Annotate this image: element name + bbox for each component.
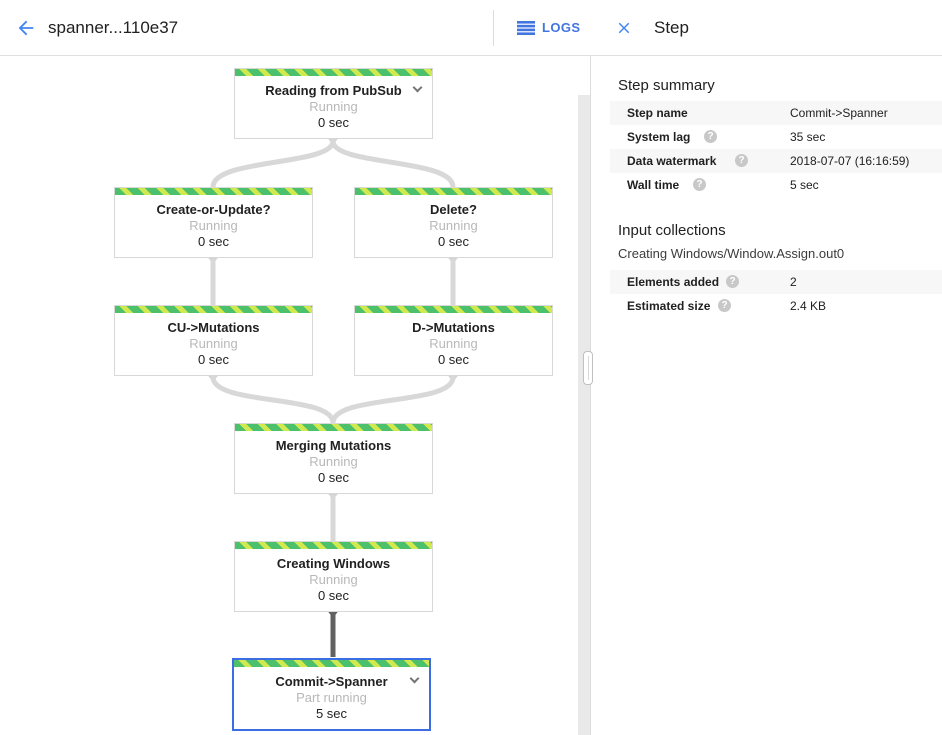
node-status: Running xyxy=(309,572,358,587)
row-label: Wall time xyxy=(627,178,680,192)
node-duration: 0 sec xyxy=(317,470,350,485)
node-status: Running xyxy=(309,99,358,114)
node-label: D->Mutations xyxy=(412,320,495,335)
graph-node-reading-from-pubsub[interactable]: Reading from PubSub Running 0 sec xyxy=(234,68,433,139)
node-label: CU->Mutations xyxy=(167,320,260,335)
graph-node-commit-spanner[interactable]: Commit->Spanner Part running 5 sec xyxy=(232,658,431,731)
node-duration: 0 sec xyxy=(197,234,230,249)
close-icon xyxy=(618,22,630,34)
panel-resize-handle[interactable] xyxy=(583,351,593,385)
back-button[interactable] xyxy=(12,14,40,42)
table-row: Data watermark 2018-07-07 (16:16:59) xyxy=(610,149,942,173)
running-stripe xyxy=(235,424,432,431)
table-row: Step name Commit->Spanner xyxy=(610,101,942,125)
help-icon[interactable] xyxy=(693,178,706,191)
row-value: Commit->Spanner xyxy=(790,106,888,120)
graph-node-create-or-update[interactable]: Create-or-Update? Running 0 sec xyxy=(114,187,313,258)
graph-edges xyxy=(206,136,460,657)
pipeline-graph: Reading from PubSub Running 0 sec Create… xyxy=(0,56,578,735)
graph-node-creating-windows[interactable]: Creating Windows Running 0 sec xyxy=(234,541,433,612)
step-summary-heading: Step summary xyxy=(618,77,715,94)
logs-button-label: LOGS xyxy=(542,20,581,35)
row-value: 2.4 KB xyxy=(790,299,827,313)
node-status: Running xyxy=(189,336,238,351)
node-label: Create-or-Update? xyxy=(156,202,271,217)
node-label: Delete? xyxy=(430,202,477,217)
running-stripe xyxy=(115,306,312,313)
node-status: Running xyxy=(189,218,238,233)
node-duration: 5 sec xyxy=(315,706,348,721)
node-duration: 0 sec xyxy=(197,352,230,367)
input-collection-name: Creating Windows/Window.Assign.out0 xyxy=(618,246,845,261)
graph-node-cu-mutations[interactable]: CU->Mutations Running 0 sec xyxy=(114,305,313,376)
header-divider xyxy=(493,10,494,46)
input-collections-table: Elements added 2 Estimated size 2.4 KB xyxy=(610,270,942,318)
logs-list-icon xyxy=(517,20,535,35)
step-summary-table: Step name Commit->Spanner System lag 35 … xyxy=(610,101,942,197)
row-label: Elements added xyxy=(627,275,720,289)
job-title: spanner...110e37 xyxy=(48,18,179,37)
help-icon[interactable] xyxy=(726,275,739,288)
running-stripe xyxy=(355,188,552,195)
panel-title: Step xyxy=(654,18,689,37)
input-collections-heading: Input collections xyxy=(618,222,726,239)
step-panel: Step summary Step name Commit->Spanner S… xyxy=(591,56,942,735)
table-row: Wall time 5 sec xyxy=(610,173,942,197)
node-duration: 0 sec xyxy=(437,352,470,367)
row-value: 2 xyxy=(790,275,797,289)
graph-node-merging-mutations[interactable]: Merging Mutations Running 0 sec xyxy=(234,423,433,494)
help-icon[interactable] xyxy=(704,130,717,143)
node-label: Creating Windows xyxy=(276,556,391,571)
row-value: 2018-07-07 (16:16:59) xyxy=(790,154,910,168)
row-value: 5 sec xyxy=(790,178,819,192)
table-row: Estimated size 2.4 KB xyxy=(610,294,942,318)
row-value: 35 sec xyxy=(790,130,826,144)
row-label: System lag xyxy=(627,130,691,144)
running-stripe xyxy=(234,660,429,667)
close-panel-button[interactable] xyxy=(610,14,638,42)
node-label: Commit->Spanner xyxy=(275,674,388,689)
node-label: Merging Mutations xyxy=(275,438,392,453)
arrow-left-icon xyxy=(18,20,34,36)
node-status: Part running xyxy=(296,690,367,705)
node-duration: 0 sec xyxy=(437,234,470,249)
graph-node-delete[interactable]: Delete? Running 0 sec xyxy=(354,187,553,258)
graph-scrollbar[interactable] xyxy=(578,95,590,735)
row-label: Step name xyxy=(627,106,688,120)
running-stripe xyxy=(235,69,432,76)
top-bar: spanner...110e37 LOGS Step xyxy=(0,0,942,56)
help-icon[interactable] xyxy=(735,154,748,167)
row-label: Data watermark xyxy=(627,154,717,168)
node-duration: 0 sec xyxy=(317,588,350,603)
node-status: Running xyxy=(309,454,358,469)
table-row: Elements added 2 xyxy=(610,270,942,294)
graph-node-d-mutations[interactable]: D->Mutations Running 0 sec xyxy=(354,305,553,376)
running-stripe xyxy=(355,306,552,313)
node-label: Reading from PubSub xyxy=(265,83,402,98)
running-stripe xyxy=(235,542,432,549)
table-row: System lag 35 sec xyxy=(610,125,942,149)
node-duration: 0 sec xyxy=(317,115,350,130)
logs-button[interactable]: LOGS xyxy=(505,0,592,55)
help-icon[interactable] xyxy=(718,299,731,312)
node-status: Running xyxy=(429,218,478,233)
row-label: Estimated size xyxy=(627,299,711,313)
node-status: Running xyxy=(429,336,478,351)
running-stripe xyxy=(115,188,312,195)
